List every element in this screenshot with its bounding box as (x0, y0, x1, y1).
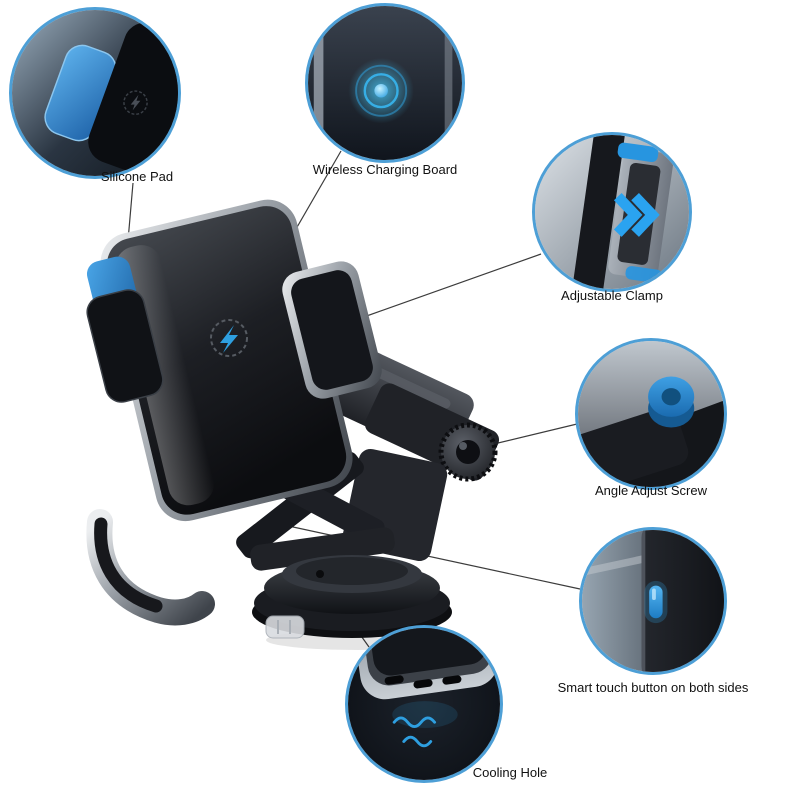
angle-adjust-knob (438, 422, 498, 482)
touch-button-icon (644, 580, 668, 624)
wireless-charging-detail (308, 6, 462, 160)
callout-label-wireless-charging-board: Wireless Charging Board (312, 162, 458, 177)
callout-circle-wireless-charging-board (305, 3, 465, 163)
callout-circle-silicone-pad (9, 7, 181, 179)
left-clamp-arm (86, 256, 164, 403)
smart-touch-button-detail (582, 530, 724, 672)
charging-mark-icon (123, 90, 148, 115)
callout-label-silicone-pad: Silicone Pad (100, 169, 174, 184)
angle-adjust-screw-detail (578, 341, 724, 487)
callout-label-adjustable-clamp: Adjustable Clamp (561, 288, 663, 303)
callout-circle-adjustable-clamp (532, 132, 692, 292)
cooling-slots (384, 675, 462, 689)
heat-wave-icon (392, 716, 437, 748)
callout-circle-cooling-hole (345, 625, 503, 783)
double-chevron-icon (613, 192, 660, 237)
callout-label-smart-touch-button: Smart touch button on both sides (557, 680, 749, 695)
lightning-icon (210, 319, 248, 357)
suction-lock-tab (265, 615, 305, 639)
callout-circle-angle-adjust-screw (575, 338, 727, 490)
callout-label-angle-adjust-screw: Angle Adjust Screw (594, 483, 708, 498)
silicone-pad-detail (12, 10, 178, 176)
adjustable-clamp-detail (535, 135, 689, 289)
cooling-hole-detail (348, 628, 500, 780)
callout-label-cooling-hole: Cooling Hole (472, 765, 548, 780)
blue-knob-icon (648, 376, 695, 428)
suction-base (252, 555, 452, 639)
charging-coil-icon (348, 57, 414, 124)
callout-circle-smart-touch-button (579, 527, 727, 675)
support-foot (86, 509, 215, 626)
right-clamp-arm (282, 261, 382, 399)
leader-line (360, 253, 542, 319)
